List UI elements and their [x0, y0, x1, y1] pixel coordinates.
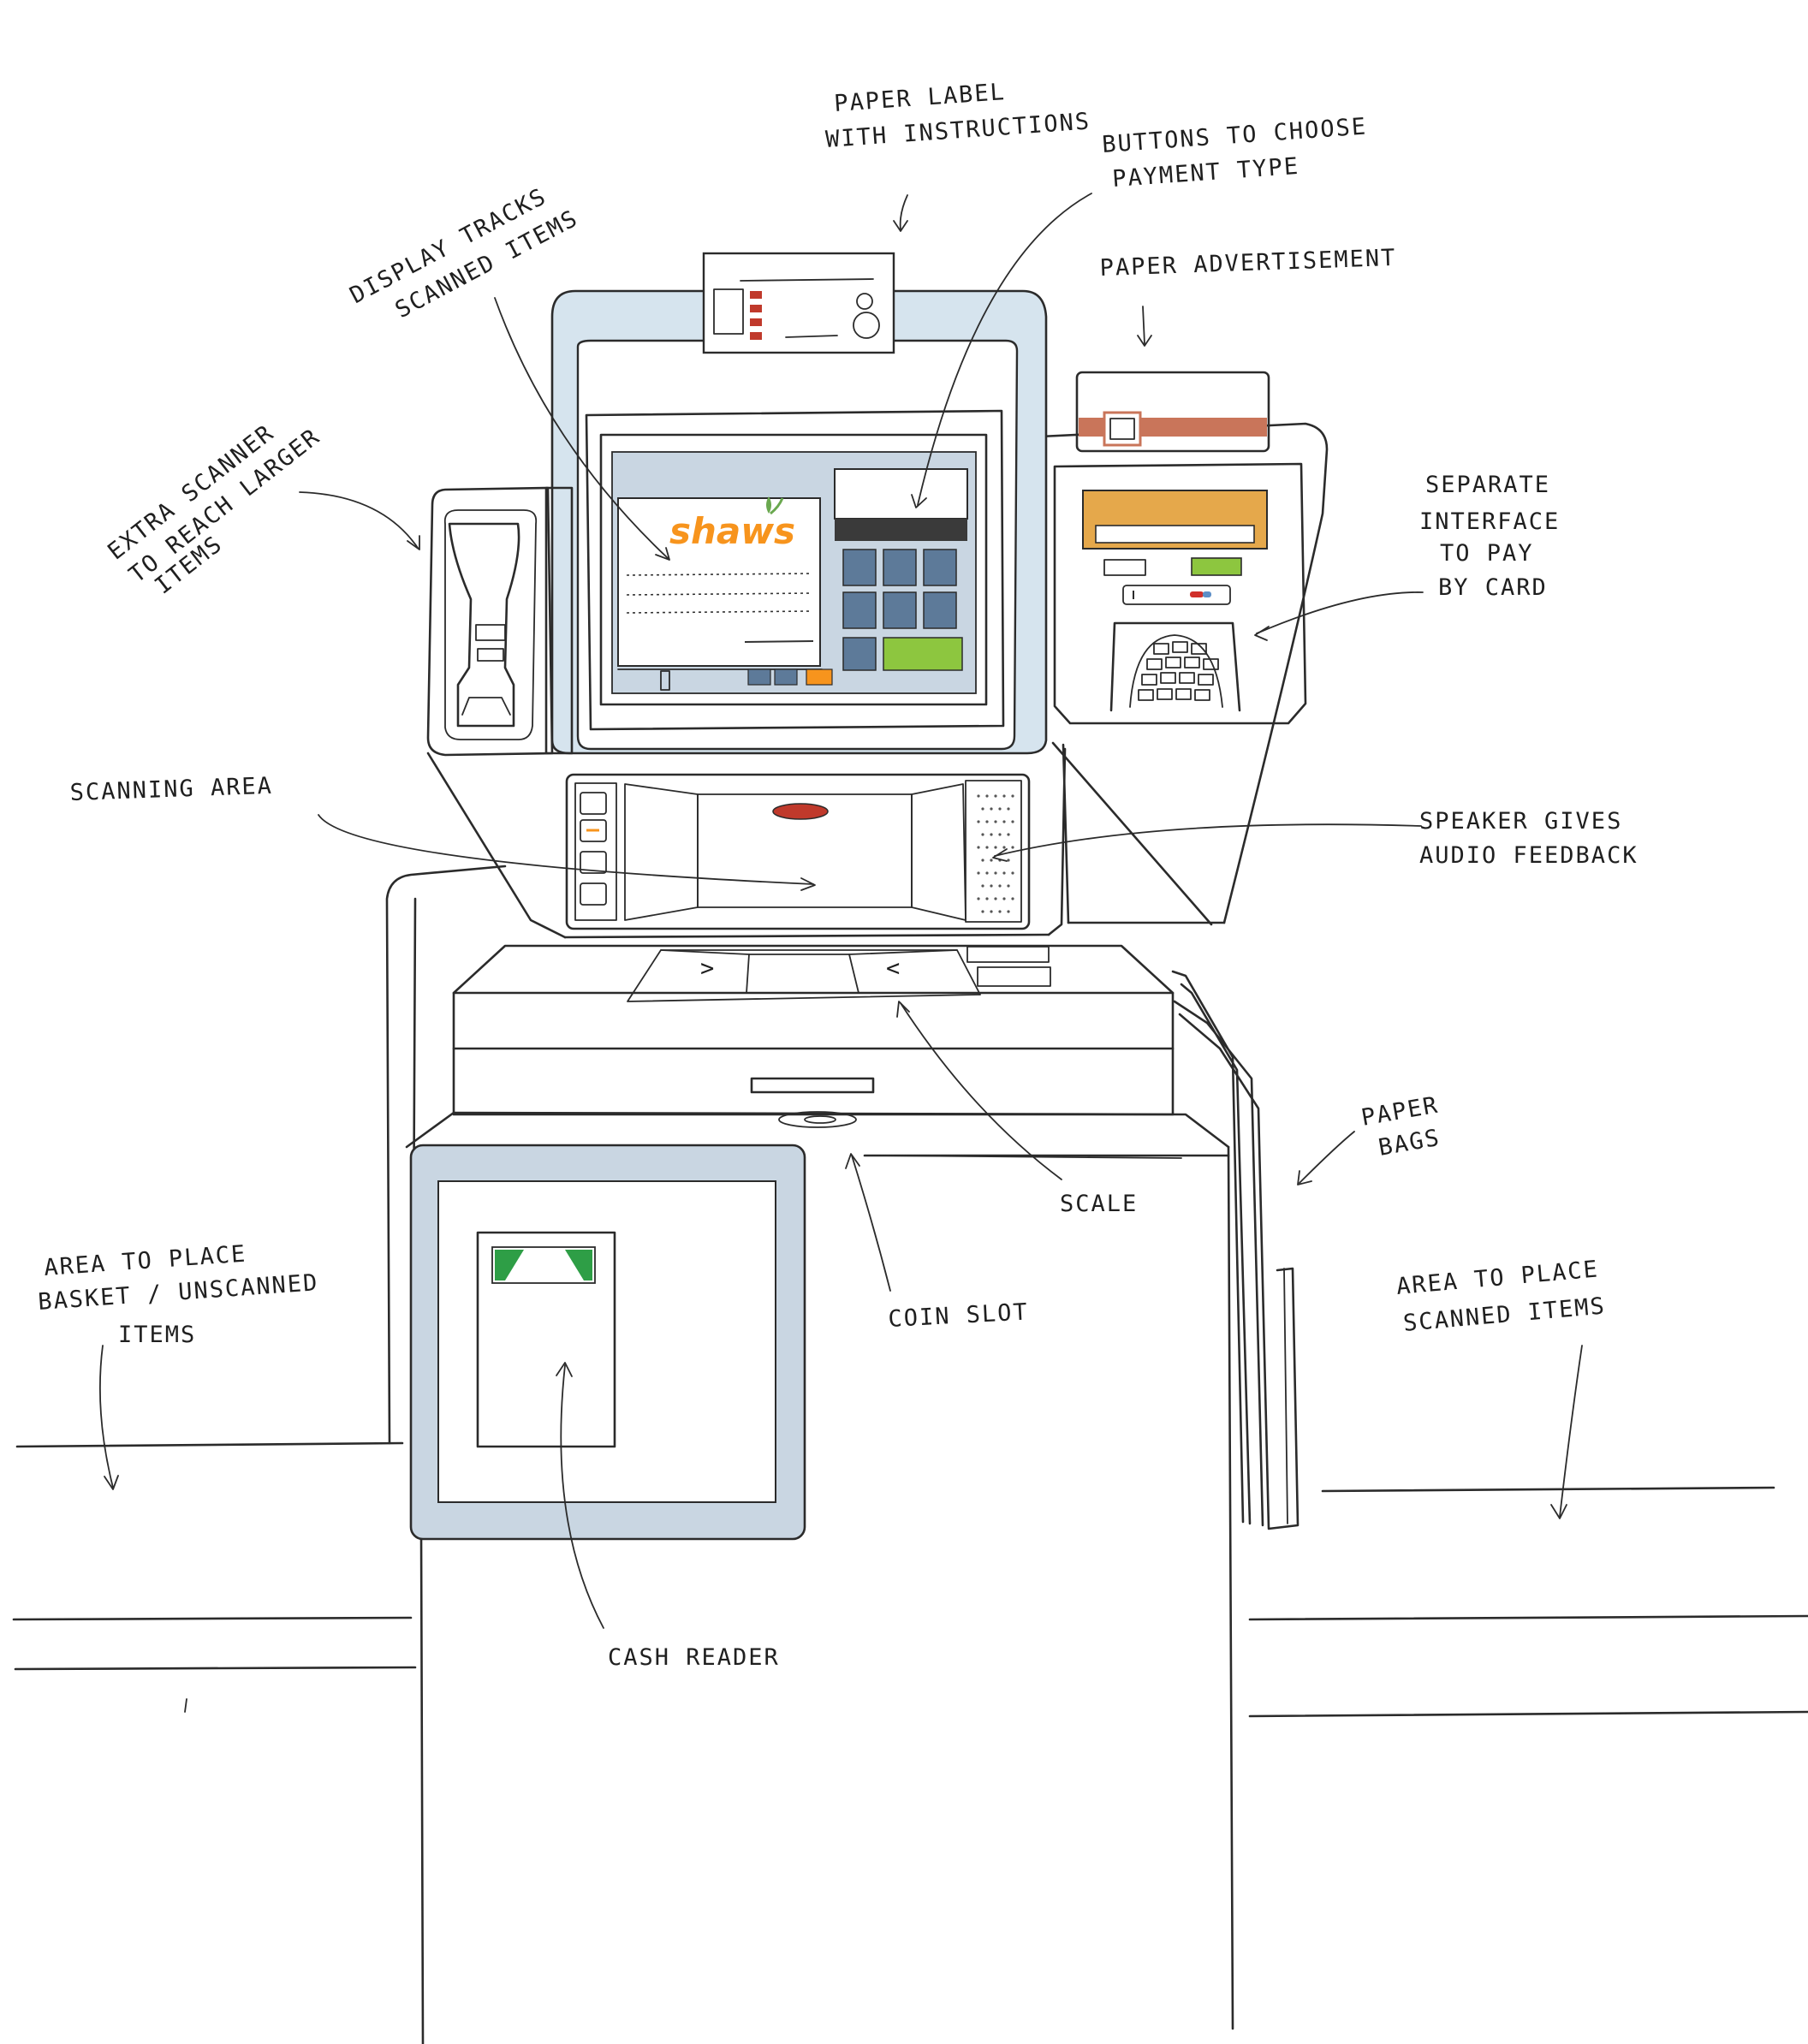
paper-bags	[1173, 971, 1298, 1529]
handheld-scanner	[428, 488, 572, 755]
label-area-left-1: AREA TO PLACE	[43, 1241, 247, 1281]
label-separate-1: SEPARATE	[1425, 472, 1550, 498]
cash-reader-slot	[492, 1247, 595, 1283]
label-paper-ad: PAPER ADVERTISEMENT	[1099, 245, 1397, 282]
label-area-left-3: ITEMS	[118, 1322, 196, 1348]
scanner-body	[428, 743, 1211, 937]
payment-type-buttons	[843, 550, 962, 670]
receipt-panel: shaws	[618, 496, 820, 666]
label-cash-reader: CASH READER	[608, 1644, 780, 1671]
svg-text:>: >	[700, 955, 716, 982]
left-counter	[14, 1443, 415, 1712]
label-speaker-1: SPEAKER GIVES	[1419, 808, 1622, 835]
label-scale: SCALE	[1060, 1191, 1138, 1217]
label-buttons-2: PAYMENT TYPE	[1111, 153, 1300, 193]
label-separate-2: INTERFACE	[1419, 508, 1560, 535]
label-speaker-2: AUDIO FEEDBACK	[1419, 842, 1638, 869]
label-separate-3: TO PAY	[1440, 540, 1534, 567]
shaws-logo: shaws	[669, 510, 795, 552]
paper-instruction-label	[704, 253, 894, 353]
label-scanning-area: SCANNING AREA	[69, 773, 273, 806]
right-counter	[1250, 1488, 1808, 1716]
label-buttons-1: BUTTONS TO CHOOSE	[1101, 113, 1368, 158]
payment-panel	[835, 469, 967, 670]
scanning-area	[567, 775, 1029, 929]
label-separate-4: BY CARD	[1438, 574, 1548, 601]
card-payment-tower	[1040, 424, 1327, 923]
cash-reader-panel	[411, 1145, 805, 1539]
keypad-housing	[1111, 623, 1240, 710]
svg-text:<: <	[886, 955, 901, 982]
label-paper-label-1: PAPER LABEL	[833, 79, 1006, 117]
label-area-right-1: AREA TO PLACE	[1395, 1256, 1600, 1300]
label-bags-2: BAGS	[1377, 1125, 1442, 1162]
label-coin-slot: COIN SLOT	[888, 1298, 1030, 1333]
paper-advertisement	[1077, 372, 1269, 451]
label-area-right-2: SCANNED ITEMS	[1402, 1292, 1607, 1337]
